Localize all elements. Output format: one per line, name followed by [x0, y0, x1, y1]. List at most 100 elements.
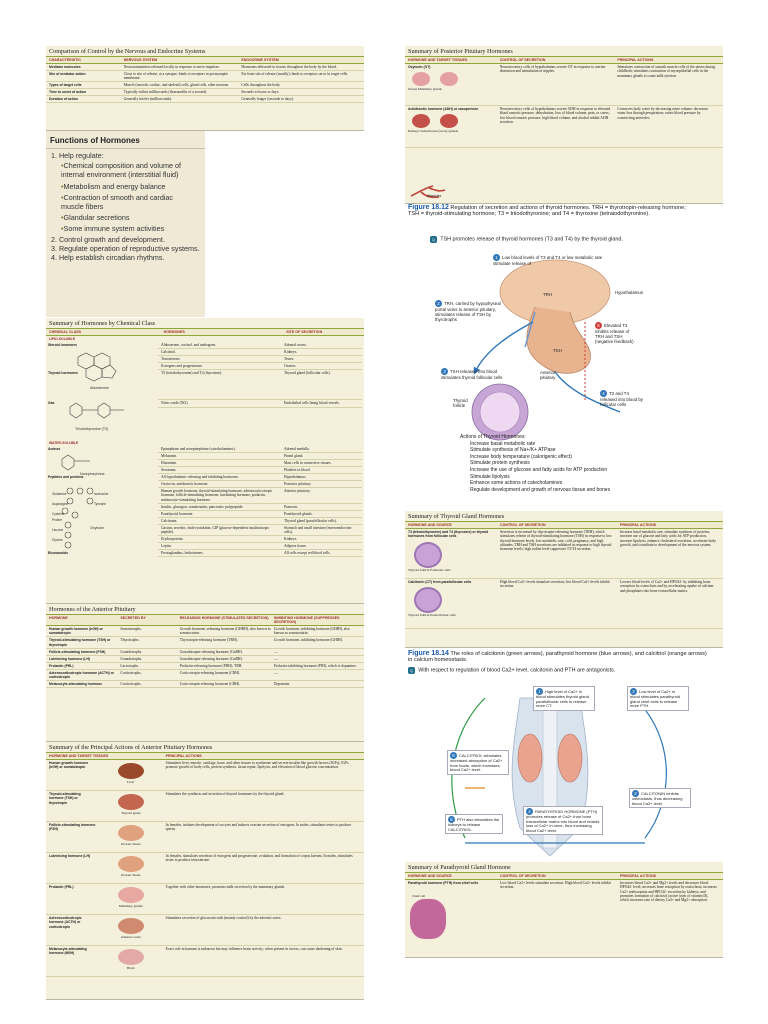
cysteine-label: Cysteine [52, 512, 65, 516]
anterior-cell: Growth hormone–inhibiting hormone (GHIH)… [273, 638, 343, 643]
organ-image [440, 114, 458, 129]
isoleucine-label: Isoleucine [94, 492, 109, 496]
lipid-row: Calcitriol.Kidneys. [158, 349, 362, 356]
thyroid-summary-table: Summary of Thyroid Gland Hormones HORMON… [405, 511, 723, 648]
comparison-rows: Mediator molecules Neurotransmitters rele… [46, 64, 364, 104]
comparison-cell: Muscle (smooth, cardiac, and skeletal) c… [123, 83, 230, 88]
water-cell: Adipose tissue. [284, 544, 307, 549]
anterior-cell: Corticotrophs. [120, 682, 142, 687]
comparison-cell: Typically within milliseconds (thousandt… [123, 90, 208, 95]
chemclass-header: CHEMICAL CLASS HORMONES SITE OF SECRETIO… [46, 328, 364, 336]
principal-organ: Ovaries Testes [99, 854, 166, 882]
step-3-number: 3 [441, 368, 448, 375]
comparison-cell: Neurotransmitters released locally in re… [123, 64, 220, 69]
comparison-cell: Mediator molecules [49, 64, 81, 69]
fig1814-statement: Q With respect to regulation of blood Ca… [408, 667, 708, 675]
col-principal-actions: PRINCIPAL ACTIONS [165, 754, 202, 758]
thyroid-action-item: Stimulate protein synthesis [470, 460, 530, 467]
col-hormone: HORMONE [49, 616, 68, 620]
lipid-cell: T3 (triiodothyronine) and T4 (thyroxine)… [161, 370, 223, 375]
col-nervous: NERVOUS SYSTEM [123, 58, 158, 62]
organ-label: Ovaries Testes [120, 841, 141, 846]
fig1814-number: Figure 18.14 [408, 650, 449, 657]
step-2-number: 2 [435, 300, 442, 307]
water-cell: Melatonin. [161, 453, 178, 458]
organ-image [117, 824, 144, 841]
posterior-hormone: Antidiuretic hormone (ADH) or vasopressi… [408, 106, 478, 111]
water-cell: Adrenal medulla. [284, 446, 310, 451]
thyroid-action: Increase basal metabolic rate, stimulate… [620, 529, 717, 548]
step-1-number: 1 [493, 254, 500, 261]
anterior-table: Hormones of the Anterior Pituitary HORMO… [46, 604, 364, 742]
water-row: Melatonin.Pineal gland. [158, 453, 362, 460]
col-releasing: RELEASING HORMONE (STIMULATES SECRETION) [179, 616, 269, 620]
water-cell: Kidneys. [284, 537, 298, 542]
function-subitem: Chemical composition and volume of inter… [51, 160, 200, 180]
comparison-cell: Site of mediator action [49, 71, 86, 76]
parathyroid-row: Parathyroid hormone (PTH) from chief cel… [405, 880, 723, 948]
comparison-cell: Seconds to hours or days. [241, 90, 280, 95]
posterior-action: Conserves body water by decreasing urine… [617, 106, 708, 120]
key-concept-icon: Q [430, 236, 437, 244]
comparison-cell: Generally briefer (milliseconds). [123, 97, 172, 102]
fig1814-caption: Figure 18.14 The roles of calcitonin (gr… [408, 650, 708, 664]
water-cell: Oxytocin, antidiuretic hormone. [161, 481, 209, 486]
water-cell: Mast cells in connective tissues. [284, 460, 332, 465]
principal-organ: Brain [99, 947, 166, 975]
thyroid-follicle-label: Thyroid follicle [453, 398, 468, 408]
lipid-cell: Aldosterone, cortisol, and androgens. [161, 342, 217, 347]
anterior-row: Melanocyte-stimulating hormone Corticotro… [46, 681, 364, 689]
calcium-step-5: 5 [448, 816, 455, 823]
anterior-row: Prolactin (PRL)Lactotrophs.Prolactin-rel… [46, 663, 364, 670]
anterior-row: Luteinizing hormone (LH)Gonadotrophs.Gon… [46, 656, 364, 663]
fig1812-statement: Q TSH promotes release of thyroid hormon… [430, 236, 690, 244]
amine-peptide-structure-diagram: Norepinephrine Glutamine Isoleucine Aspa… [52, 454, 109, 549]
chemclass-table: Summary of Hormones by Chemical Class CH… [46, 318, 364, 604]
comparison-cell: Time to onset of action [49, 90, 87, 95]
functions-list: 1. Help regulate:Chemical composition an… [46, 149, 205, 264]
function-subitem: Contraction of smooth and cardiac muscle… [51, 192, 200, 212]
principal-row: Human growth hormone (hGH) or somatotrop… [46, 760, 364, 791]
anterior-header: HORMONE SECRETED BY RELEASING HORMONE (S… [46, 614, 364, 626]
calcium-step-2: 2 [632, 790, 639, 797]
water-cell: Prostaglandins, leukotrienes. [161, 551, 204, 556]
thyroid-action-item: Enhance some actions of catecholamines [470, 480, 563, 487]
lipid-section: Aldosterone Triiodothyronine (T3) Steroi… [46, 342, 364, 440]
water-cell: Leptin. [161, 544, 172, 549]
anterior-cell: Corticotropin-releasing hormone (CRH). [179, 682, 241, 687]
lipid-cell: Kidneys. [284, 349, 298, 354]
fig1812-statement-text: TSH promotes release of thyroid hormones… [440, 236, 623, 243]
follicle-label: Thyroid follicle Follicular cells [408, 567, 451, 572]
parathyroid-header: HORMONE AND SOURCE CONTROL OF SECRETION … [405, 872, 723, 880]
principal-organ: Ovaries Testes [99, 823, 166, 851]
water-cell: Stomach and small intestine (enteroendoc… [284, 525, 352, 535]
function-subitem: Some immune system activities [51, 223, 200, 234]
col-hormone-source: HORMONE AND SOURCE [408, 874, 452, 878]
arterioles-label: Arterioles [427, 194, 442, 198]
lipid-cell: Nitric oxide (NO). [161, 400, 189, 405]
comparison-row: Mediator molecules Neurotransmitters rele… [46, 64, 364, 71]
organ-label: Liver [127, 779, 135, 784]
comparison-cell: Generally longer (seconds to days). [241, 97, 294, 102]
follicle-image [414, 541, 442, 568]
anterior-cell: Melanocyte-stimulating hormone [49, 682, 103, 687]
follicle-label: Thyroid follicle Parafollicular cells [408, 613, 456, 618]
anterior-cell: Gonadotropin-releasing hormone (GnRH). [179, 649, 243, 654]
calcium-box-2-text: CALCITONIN inhibits osteoclasts, thus de… [632, 791, 683, 806]
lipid-cell: Endothelial cells lining blood vessels. [284, 400, 340, 405]
parathyroid-action-text: Increases blood Ca2+ and Mg2+ levels and… [620, 880, 717, 903]
step-5-number: 5 [595, 322, 602, 329]
anterior-cell: Gonadotrophs. [120, 649, 143, 654]
norepinephrine-label: Norepinephrine [80, 472, 105, 476]
thyroid-action-item: Stimulate lipolysis [470, 473, 510, 480]
fig1814-statement-text: With respect to regulation of blood Ca2+… [418, 667, 616, 674]
posterior-hormone-cell: Antidiuretic hormone (ADH) or vasopressi… [408, 107, 500, 146]
lipid-row: Estrogens and progesterone.Ovaries. [158, 363, 362, 370]
principal-hormone: Human growth hormone (hGH) or somatotrop… [49, 760, 89, 770]
